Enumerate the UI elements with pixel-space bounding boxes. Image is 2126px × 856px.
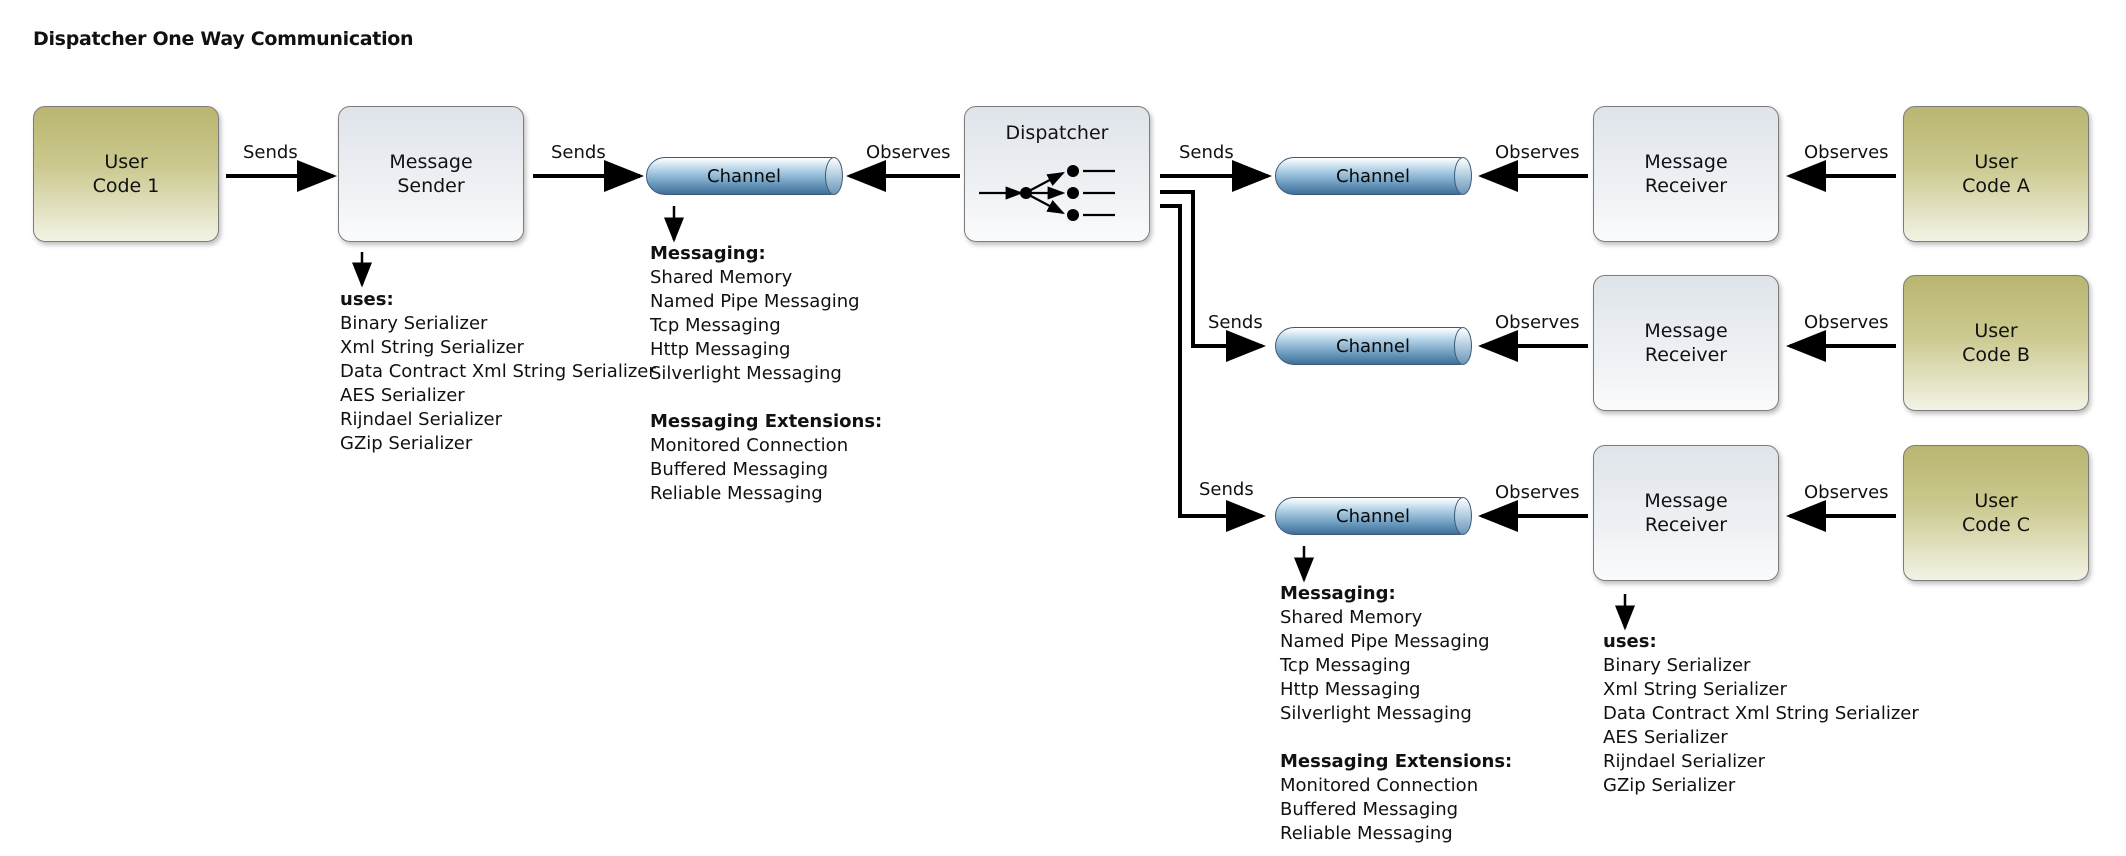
channel-c-label: Channel — [1336, 505, 1410, 527]
arrow-dispatcher-to-channel-b — [1160, 190, 1266, 362]
messaging-extension-item: Reliable Messaging — [1280, 823, 1453, 844]
edge-label-sender-sends: Sends — [551, 142, 606, 163]
messaging-extension-item: Buffered Messaging — [1280, 799, 1459, 820]
edge-label-receiver-b-observes: Observes — [1495, 312, 1580, 333]
user-code-a-label: User Code A — [1962, 151, 2030, 197]
sender-uses-item: Rijndael Serializer — [340, 409, 503, 430]
messaging-heading: Messaging: — [1280, 583, 1396, 604]
receiver-uses-item: Data Contract Xml String Serializer — [1603, 703, 1919, 724]
diagram-title: Dispatcher One Way Communication — [33, 28, 414, 50]
message-receiver-c-box: Message Receiver — [1593, 445, 1779, 581]
edge-label-user1-sends: Sends — [243, 142, 298, 163]
edge-label-receiver-a-observes: Observes — [1495, 142, 1580, 163]
messaging-item: Tcp Messaging — [650, 315, 781, 336]
receiver-serializer-list: uses: Binary Serializer Xml String Seria… — [1603, 630, 1919, 798]
sender-uses-item: Data Contract Xml String Serializer — [340, 361, 656, 382]
receiver-uses-item: GZip Serializer — [1603, 775, 1736, 796]
dispatcher-box: Dispatcher — [964, 106, 1150, 242]
sender-uses-heading: uses: — [340, 289, 394, 310]
messaging-item: Http Messaging — [650, 339, 791, 360]
edge-label-dispatch-a-sends: Sends — [1179, 142, 1234, 163]
receiver-uses-item: Rijndael Serializer — [1603, 751, 1766, 772]
message-receiver-c-label: Message Receiver — [1644, 490, 1728, 536]
left-channel-messaging-list: Messaging: Shared Memory Named Pipe Mess… — [650, 242, 882, 506]
messaging-item: Named Pipe Messaging — [650, 291, 860, 312]
receiver-uses-heading: uses: — [1603, 631, 1657, 652]
edge-label-receiver-c-observes: Observes — [1495, 482, 1580, 503]
messaging-extension-item: Buffered Messaging — [650, 459, 829, 480]
user-code-a-box: User Code A — [1903, 106, 2089, 242]
channel-left-label: Channel — [707, 165, 781, 187]
channel-a-label: Channel — [1336, 165, 1410, 187]
messaging-extension-item: Monitored Connection — [1280, 775, 1479, 796]
arrow-dispatcher-to-channel-c — [1160, 204, 1266, 532]
user-code-1-box: User Code 1 — [33, 106, 219, 242]
dispatcher-fanout-icon — [979, 165, 1115, 221]
sender-uses-item: Binary Serializer — [340, 313, 488, 334]
dispatcher-label: Dispatcher — [1005, 122, 1109, 144]
channel-a: Channel — [1275, 156, 1472, 195]
sender-uses-item: GZip Serializer — [340, 433, 473, 454]
edge-label-user-a-observes: Observes — [1804, 142, 1889, 163]
edge-label-dispatcher-observes: Observes — [866, 142, 951, 163]
channel-b-label: Channel — [1336, 335, 1410, 357]
messaging-item: Shared Memory — [650, 267, 793, 288]
message-receiver-a-box: Message Receiver — [1593, 106, 1779, 242]
edge-label-dispatch-b-sends: Sends — [1208, 312, 1263, 333]
message-receiver-b-label: Message Receiver — [1644, 320, 1728, 366]
messaging-item: Silverlight Messaging — [650, 363, 842, 384]
message-sender-box: Message Sender — [338, 106, 524, 242]
messaging-item: Tcp Messaging — [1280, 655, 1411, 676]
sender-uses-item: Xml String Serializer — [340, 337, 524, 358]
receiver-uses-item: Binary Serializer — [1603, 655, 1751, 676]
channel-left: Channel — [646, 156, 843, 195]
receiver-uses-item: AES Serializer — [1603, 727, 1728, 748]
user-code-b-label: User Code B — [1962, 320, 2030, 366]
edge-label-user-b-observes: Observes — [1804, 312, 1889, 333]
messaging-extensions-heading: Messaging Extensions: — [1280, 751, 1513, 772]
user-code-c-label: User Code C — [1962, 490, 2030, 536]
sender-serializer-list: uses: Binary Serializer Xml String Seria… — [340, 288, 656, 456]
messaging-extension-item: Monitored Connection — [650, 435, 849, 456]
message-sender-label: Message Sender — [389, 151, 473, 197]
messaging-item: Http Messaging — [1280, 679, 1421, 700]
messaging-item: Shared Memory — [1280, 607, 1423, 628]
message-receiver-b-box: Message Receiver — [1593, 275, 1779, 411]
user-code-b-box: User Code B — [1903, 275, 2089, 411]
receiver-uses-item: Xml String Serializer — [1603, 679, 1787, 700]
messaging-extensions-heading: Messaging Extensions: — [650, 411, 883, 432]
user-code-c-box: User Code C — [1903, 445, 2089, 581]
sender-uses-item: AES Serializer — [340, 385, 465, 406]
messaging-item: Named Pipe Messaging — [1280, 631, 1490, 652]
messaging-item: Silverlight Messaging — [1280, 703, 1472, 724]
user-code-1-label: User Code 1 — [92, 151, 160, 197]
edge-label-dispatch-c-sends: Sends — [1199, 479, 1254, 500]
right-channel-messaging-list: Messaging: Shared Memory Named Pipe Mess… — [1280, 582, 1512, 846]
message-receiver-a-label: Message Receiver — [1644, 151, 1728, 197]
channel-c: Channel — [1275, 496, 1472, 535]
messaging-extension-item: Reliable Messaging — [650, 483, 823, 504]
edge-label-user-c-observes: Observes — [1804, 482, 1889, 503]
channel-b: Channel — [1275, 326, 1472, 365]
messaging-heading: Messaging: — [650, 243, 766, 264]
